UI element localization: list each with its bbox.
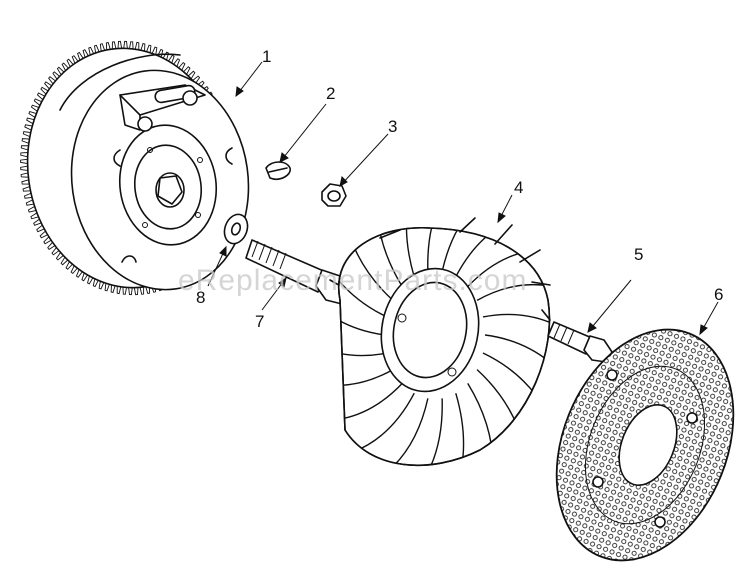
fan-blade <box>338 258 388 318</box>
gear-tooth <box>123 40 128 49</box>
callout-4: 4 <box>514 178 523 197</box>
watermark-text: eReplacementParts.com <box>178 264 527 297</box>
fan-blade <box>455 227 517 278</box>
callout-5: 5 <box>634 245 643 264</box>
cooling-fan <box>337 217 551 467</box>
fan-blade <box>376 227 403 287</box>
callout-1: 1 <box>262 47 271 66</box>
fan-blade <box>338 339 388 357</box>
gear-tooth <box>20 165 29 171</box>
callout-3: 3 <box>388 117 397 136</box>
callout-8: 8 <box>196 288 205 307</box>
bolt-short <box>547 321 613 363</box>
gear-tooth <box>133 287 139 296</box>
fan-blade <box>384 398 429 466</box>
fan-blade <box>484 334 550 373</box>
fan-blade <box>338 382 403 422</box>
gear-tooth <box>20 152 29 158</box>
key <box>265 161 291 180</box>
fan-blade <box>476 283 550 302</box>
fan-blade <box>482 313 550 331</box>
flywheel <box>20 40 250 296</box>
fan-blade <box>427 227 450 272</box>
callout-7: 7 <box>255 312 264 331</box>
gear-tooth <box>117 40 123 49</box>
fan-blade <box>455 393 465 466</box>
leader-lines <box>207 61 719 336</box>
fan-blade <box>338 297 386 336</box>
fan-blade <box>338 368 394 387</box>
callout-2: 2 <box>326 84 335 103</box>
fan-blade <box>420 398 443 466</box>
nut <box>321 183 347 207</box>
callout-6: 6 <box>714 285 723 304</box>
washer <box>223 213 249 245</box>
fan-blade <box>405 227 415 277</box>
rotating-screen <box>555 328 735 562</box>
gear-tooth <box>128 287 133 296</box>
gear-tooth <box>20 158 29 165</box>
